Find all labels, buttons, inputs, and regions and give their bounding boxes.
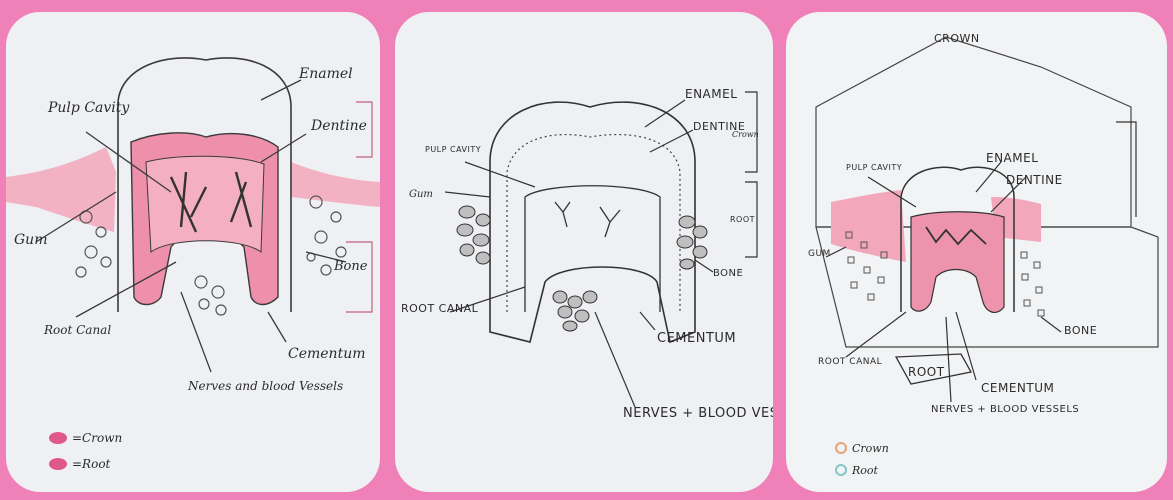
- label-bone: Bone: [333, 259, 368, 274]
- label-pulp-cavity: PULP CAVITY: [846, 163, 902, 172]
- tooth-drawing-1: Enamel Pulp Cavity Dentine Gum Bone Root…: [6, 12, 380, 492]
- label-crown: Crown: [732, 130, 759, 139]
- legend-label-crown: Crown: [852, 442, 889, 455]
- label-enamel: ENAMEL: [986, 151, 1038, 165]
- legend-swatch-crown: [836, 443, 846, 453]
- legend-label-root: Root: [851, 464, 879, 477]
- label-bone: BONE: [713, 268, 743, 279]
- label-gum: Gum: [409, 189, 433, 200]
- legend-label-crown: =Crown: [72, 431, 122, 445]
- legend-swatch-root: [49, 458, 67, 470]
- label-cementum: Cementum: [288, 346, 366, 362]
- label-root-canal: ROOT CANAL: [818, 357, 882, 367]
- label-pulp-cavity: Pulp Cavity: [47, 100, 130, 116]
- label-cementum: CEMENTUM: [981, 381, 1054, 395]
- label-root: ROOT: [908, 365, 945, 379]
- label-bone: BONE: [1064, 324, 1097, 337]
- label-enamel: Enamel: [298, 66, 353, 82]
- label-cementum: CEMENTUM: [657, 331, 736, 346]
- label-dentine: DENTINE: [1006, 173, 1063, 187]
- label-nerves: NERVES + BLOOD VESSLS: [623, 406, 773, 421]
- label-nerves: Nerves and blood Vessels: [187, 379, 343, 393]
- drawing-panel-colored-tooth: Enamel Pulp Cavity Dentine Gum Bone Root…: [6, 12, 380, 492]
- tooth-drawing-2: ENAMEL DENTINE PULP CAVITY Gum Crown ROO…: [395, 12, 773, 492]
- label-pulp-cavity: PULP CAVITY: [425, 145, 481, 154]
- drawing-panel-pencil-tooth: ENAMEL DENTINE PULP CAVITY Gum Crown ROO…: [395, 12, 773, 492]
- label-enamel: ENAMEL: [685, 87, 737, 101]
- label-gum: GUM: [808, 249, 831, 259]
- label-gum: Gum: [14, 232, 47, 248]
- legend-label-root: =Root: [72, 457, 111, 471]
- legend-swatch-crown: [49, 432, 67, 444]
- drawing-panel-labeled-tooth: CROWN PULP CAVITY ENAMEL DENTINE GUM BON…: [786, 12, 1167, 492]
- label-root-canal: Root Canal: [43, 323, 111, 337]
- legend-swatch-root: [836, 465, 846, 475]
- label-nerves: NERVES + BLOOD VESSELS: [931, 404, 1079, 415]
- label-root: ROOT: [730, 215, 755, 224]
- label-crown: CROWN: [934, 32, 980, 45]
- label-dentine: Dentine: [310, 118, 367, 134]
- label-root-canal: ROOT CANAL: [401, 302, 479, 315]
- tooth-drawing-3: CROWN PULP CAVITY ENAMEL DENTINE GUM BON…: [786, 12, 1167, 492]
